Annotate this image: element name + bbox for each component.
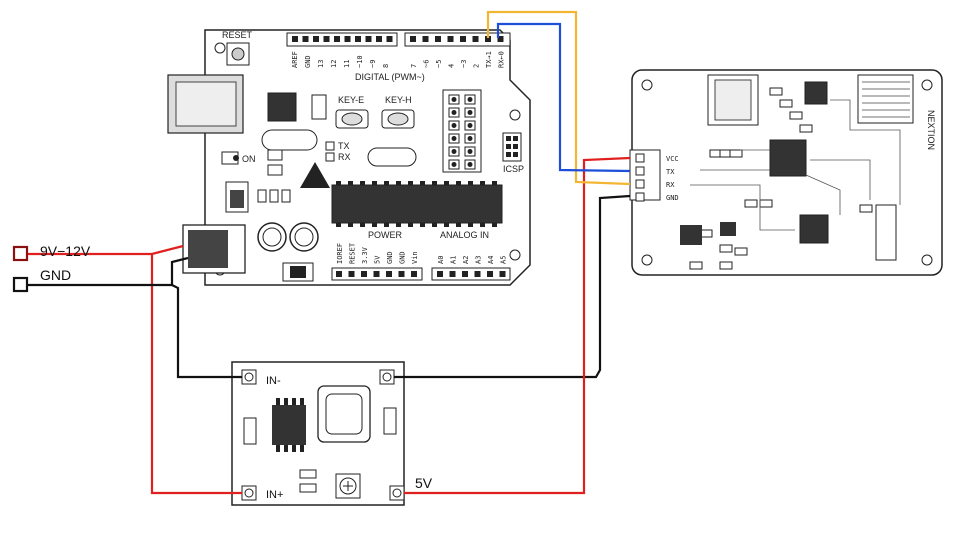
digital-pin-label: 13 [317,60,325,68]
out-5v-label: 5V [415,475,433,491]
wire-tx-yellow [486,10,631,186]
digital-pin-label: GND [304,55,312,68]
power-pin-label: 5V [374,255,382,264]
wire-5v-red [404,156,631,495]
reg-in-plus-label: IN+ [266,489,283,501]
wire-rx-blue [496,22,631,173]
digital-label: DIGITAL (PWM~) [355,72,425,82]
analog-in-label: ANALOG IN [440,230,489,240]
digital-pin-label: ~5 [435,60,443,68]
digital-pin-label: 8 [382,64,390,68]
digital-pin-label: ~9 [369,60,377,68]
wire-gnd-black [28,256,189,287]
digital-pin-label: 4 [448,64,456,68]
power-label: POWER [368,230,403,240]
power-pin-label: GND [386,251,394,264]
buck-regulator-module: IN- IN+ [231,361,405,506]
key-h-label: KEY-H [385,95,412,105]
vin-terminal [12,245,29,262]
nextion-pin-label: GND [666,194,679,202]
rx-led-label: RX [338,152,351,162]
digital-pin-label: TX→1 [485,51,493,68]
gnd-terminal [12,276,29,293]
digital-pin-label: 2 [473,64,481,68]
tx-led-label: TX [338,141,350,151]
analog-pin-label: A5 [500,256,508,264]
reset-button-label: RESET [222,30,253,40]
wire-gnd-to-reg [171,284,242,379]
digital-pin-label: 7 [410,64,418,68]
icsp-label: ICSP [503,164,524,174]
vin-label: 9V−12V [40,243,91,259]
power-pin-label: Vin [411,251,419,264]
digital-pin-label: 11 [343,60,351,68]
power-pin-label: 3.3V [361,246,369,264]
digital-pin-label: ~6 [423,60,431,68]
power-pin-label: RESET [349,242,357,264]
analog-pin-label: A1 [450,256,458,264]
wire-gnd-to-nextion [394,194,631,379]
digital-pin-label: ~3 [460,60,468,68]
on-led-label: ON [242,154,256,164]
reg-in-minus-label: IN- [266,375,281,387]
gnd-label: GND [40,267,71,283]
nextion-pin-label: TX [666,168,675,176]
nextion-brand: NEXTION [926,110,936,150]
wire-vin-to-reg [150,254,242,495]
nextion-pin-label: VCC [666,155,679,163]
power-pin-label: GND [399,251,407,264]
nextion-board: VCC TX RX GND NEXTION [629,69,943,276]
analog-pin-label: A2 [462,256,470,264]
analog-pin-label: A4 [487,256,495,264]
digital-header-pins [292,36,504,42]
power-pin-label: IOREF [336,243,344,264]
nextion-pin-label: RX [666,181,675,189]
analog-pin-label: A3 [475,256,483,264]
digital-pin-label: RX←0 [498,51,506,68]
analog-pin-label: A0 [437,256,445,264]
digital-pin-label: ~10 [356,55,364,68]
digital-pin-labels: AREF GND 13 12 11 ~10 ~9 8 7 ~6 ~5 4 ~3 2 TX→1 RX←0 [291,51,506,68]
digital-pin-label: 12 [330,60,338,68]
digital-pin-label: AREF [291,51,299,68]
key-e-label: KEY-E [338,95,364,105]
